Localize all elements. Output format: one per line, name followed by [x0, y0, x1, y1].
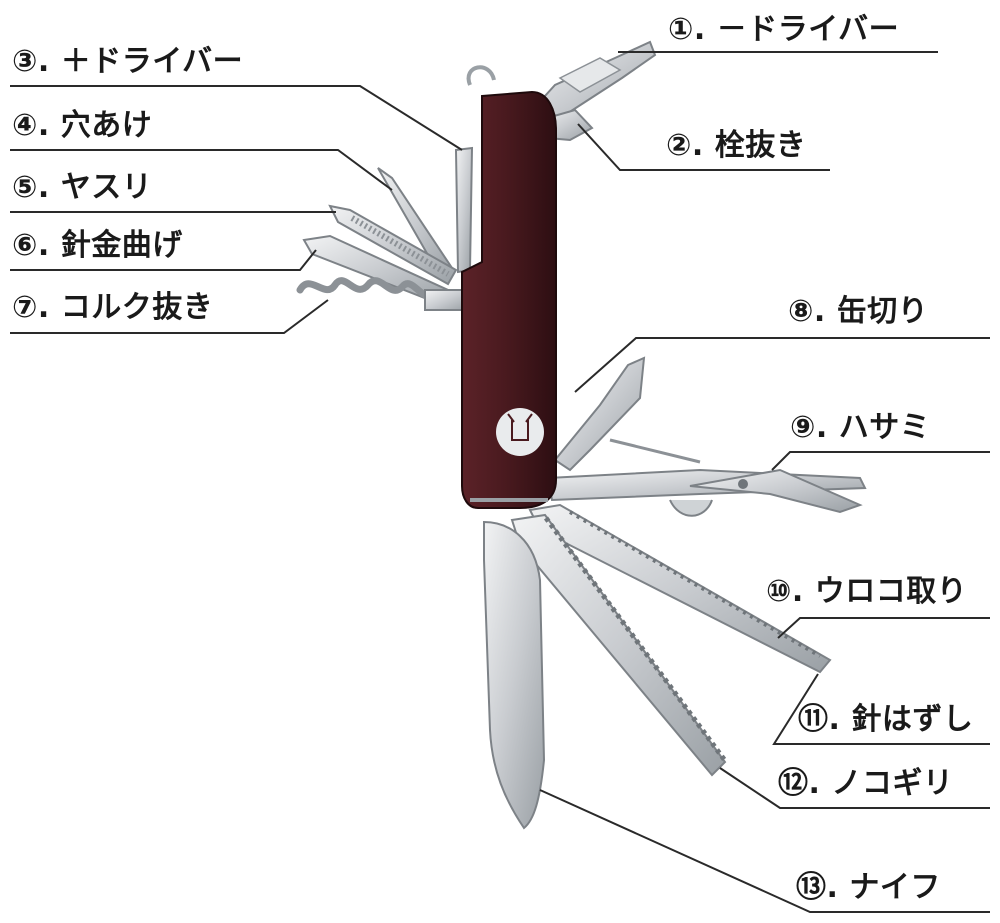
file-tool [328, 204, 458, 286]
can-opener-tool [553, 356, 646, 472]
leader-line-3 [10, 85, 463, 151]
label-flat-screwdriver: ①. －ドライバー [668, 12, 900, 47]
leader-line-11 [772, 673, 990, 745]
leader-line-13 [539, 789, 990, 913]
label-bottle-opener: ②. 栓抜き [666, 128, 807, 163]
label-knife: ⑬. ナイフ [796, 870, 941, 905]
label-saw: ⑫. ノコギリ [778, 766, 954, 801]
leader-line-7 [10, 299, 329, 334]
label-scissors: ⑨. ハサミ [790, 410, 931, 445]
label-fish-scaler: ⑩. ウロコ取り [766, 574, 968, 609]
corkscrew-tool [296, 277, 468, 311]
leader-line-2 [577, 123, 830, 171]
label-file: ⑤. ヤスリ [12, 170, 153, 205]
label-wire-bender: ⑥. 針金曲げ [12, 228, 183, 263]
label-awl: ④. 穴あけ [12, 108, 153, 143]
leader-line-8 [574, 337, 990, 393]
label-corkscrew: ⑦. コルク抜き [12, 290, 214, 325]
leader-line-9 [771, 451, 990, 471]
knife-handle [461, 90, 557, 509]
leader-line-12 [719, 767, 990, 809]
deer-emblem-icon [496, 408, 544, 456]
knife-blade [483, 520, 546, 830]
scissors-tool [546, 438, 867, 517]
leader-line-10 [777, 617, 990, 639]
leader-lines [10, 51, 990, 913]
label-can-opener: ⑧. 缶切り [788, 294, 929, 329]
leader-line-6 [10, 249, 317, 271]
phillips-screwdriver-tool [454, 146, 474, 274]
label-phillips-screwdriver: ③. ＋ドライバー [12, 44, 244, 79]
key-ring [466, 65, 496, 86]
leader-line-4 [10, 149, 393, 191]
label-hook-remover: ⑪. 針はずし [798, 702, 974, 737]
